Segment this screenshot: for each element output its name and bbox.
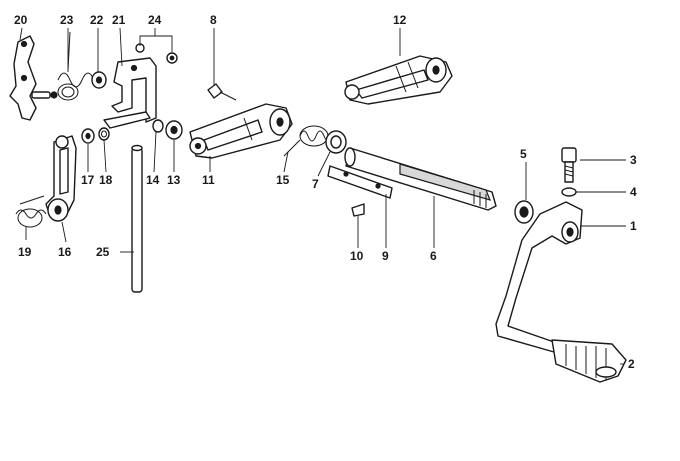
callout-2: 2 [628, 357, 635, 371]
callout-10: 10 [350, 249, 364, 263]
callout-19: 19 [18, 245, 32, 259]
part-13-washer [165, 120, 183, 140]
part-2-pedal-rubber [551, 339, 627, 383]
part-4-washer [561, 187, 577, 197]
leader-lines [19, 27, 626, 365]
callout-7: 7 [312, 177, 319, 191]
part-20-selector-fork [9, 35, 58, 121]
callout-5: 5 [520, 147, 527, 161]
part-23-spring [57, 31, 95, 101]
part-5-washer [514, 200, 534, 224]
callout-8: 8 [210, 13, 217, 27]
part-11-lever [189, 103, 293, 159]
callout-13: 13 [167, 173, 181, 187]
part-10-key [351, 203, 365, 217]
part-1-shift-pedal [495, 201, 583, 353]
callout-3: 3 [630, 153, 637, 167]
callout-20: 20 [14, 13, 28, 27]
callout-labels: 20 23 22 21 24 8 12 17 18 14 13 11 15 7 … [14, 13, 637, 371]
callout-21: 21 [112, 13, 126, 27]
callout-15: 15 [276, 173, 290, 187]
callout-25: 25 [96, 245, 110, 259]
part-14-circlip [152, 119, 164, 133]
part-25-rod [131, 144, 143, 293]
callout-18: 18 [99, 173, 113, 187]
part-17-washer [81, 128, 95, 144]
callout-17: 17 [81, 173, 95, 187]
part-19-spring [15, 195, 47, 228]
part-3-bolt [561, 147, 577, 183]
callout-24: 24 [148, 13, 162, 27]
callout-4: 4 [630, 185, 637, 199]
callout-12: 12 [393, 13, 407, 27]
part-9-plate [327, 165, 393, 199]
part-8-bolt [207, 83, 237, 101]
callout-23: 23 [60, 13, 74, 27]
callout-6: 6 [430, 249, 437, 263]
part-6-shaft [344, 147, 497, 211]
callout-14: 14 [146, 173, 160, 187]
part-16-lever [45, 135, 77, 222]
part-15-spring [283, 125, 333, 157]
part-7-washer [325, 130, 347, 154]
callout-1: 1 [630, 219, 637, 233]
callout-22: 22 [90, 13, 104, 27]
part-18-circlip [98, 127, 110, 141]
callout-11: 11 [202, 173, 215, 187]
part-12-lever-assembly [344, 55, 453, 105]
callout-9: 9 [382, 249, 389, 263]
part-21-bracket [103, 57, 157, 129]
part-22-washer [91, 71, 107, 89]
callout-16: 16 [58, 245, 72, 259]
